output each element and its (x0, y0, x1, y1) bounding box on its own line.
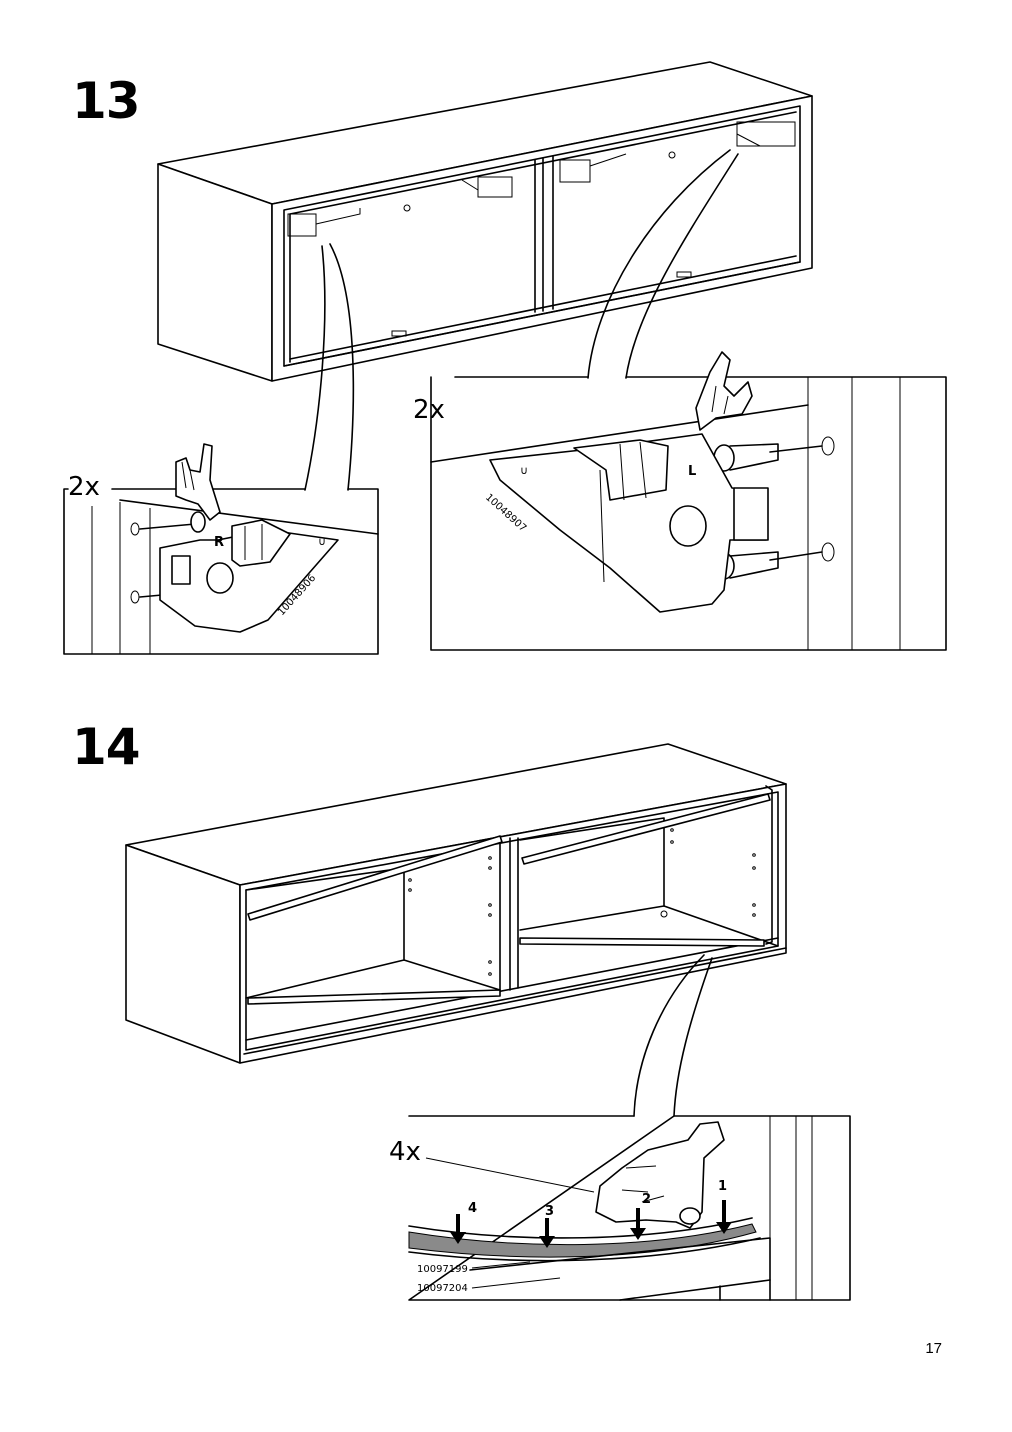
down-arrow-icon (450, 1214, 466, 1244)
svg-text:∪: ∪ (520, 464, 528, 477)
page-number: 17 (925, 1340, 942, 1357)
zoom-line (329, 243, 355, 491)
down-arrow-icon (630, 1208, 646, 1240)
part-number: 10097199 (417, 1264, 468, 1275)
order-label-4: 4 (468, 1201, 477, 1216)
detail-14: 1 2 3 4 10097199 10097204 (408, 1115, 851, 1301)
side-mark-l: L (688, 464, 696, 479)
quantity-label: 2x (413, 395, 445, 425)
zoom-line (633, 954, 705, 1117)
order-label-3: 3 (545, 1204, 554, 1219)
step-13-number: 13 (72, 72, 141, 130)
step-14-cabinet (125, 743, 787, 1064)
detail-13-left: R ∪ 10048906 (63, 488, 379, 655)
quantity-label: 4x (389, 1137, 421, 1167)
order-label-1: 1 (718, 1179, 727, 1194)
step-14-number: 14 (72, 718, 141, 776)
press-finger-icon (175, 443, 221, 521)
press-finger-icon (695, 351, 753, 431)
step-13-cabinet (157, 61, 813, 382)
zoom-line (625, 153, 739, 379)
zoom-line (304, 245, 326, 491)
detail-13-right: L ∪ 10048907 (430, 376, 947, 651)
zoom-line (587, 149, 731, 379)
part-number: 10097204 (417, 1283, 468, 1294)
svg-text:∪: ∪ (318, 535, 326, 548)
quantity-label: 2x (68, 472, 100, 502)
down-arrow-icon (716, 1200, 732, 1234)
zoom-line (673, 957, 713, 1117)
side-mark-r: R (214, 535, 224, 550)
down-arrow-icon (539, 1218, 555, 1248)
order-label-2: 2 (642, 1192, 651, 1207)
